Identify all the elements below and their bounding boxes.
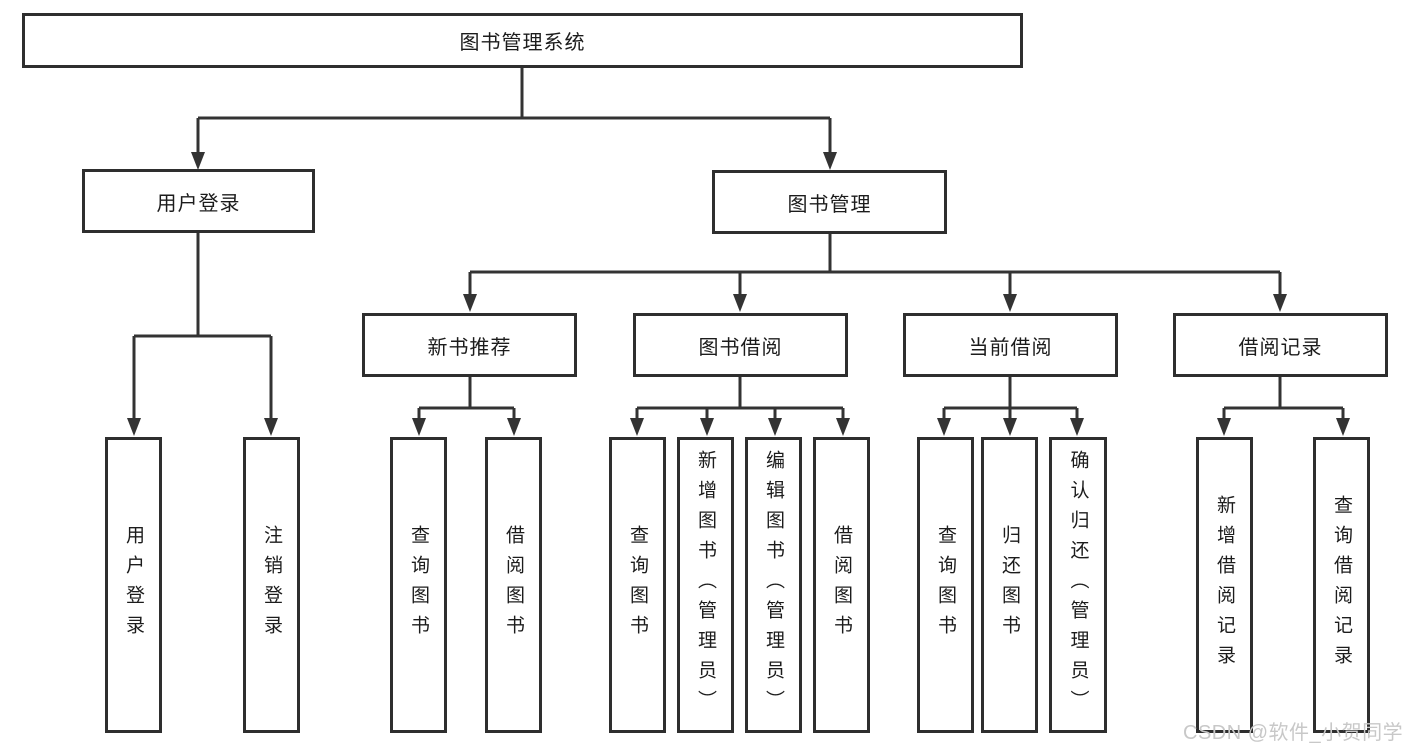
leaf-label: 借阅图书 xyxy=(831,525,852,645)
arrow-down-icon xyxy=(937,418,951,436)
leaf-label: 用户登录 xyxy=(123,525,144,645)
leaf-query-books-recommend: 查询图书 xyxy=(390,437,447,733)
leaf-label: 新增图书（管理员） xyxy=(695,450,716,720)
leaf-label: 查询借阅记录 xyxy=(1331,495,1352,675)
node-book-management: 图书管理 xyxy=(712,170,947,234)
leaf-query-books-current: 查询图书 xyxy=(917,437,974,733)
arrow-down-icon xyxy=(630,418,644,436)
leaf-label: 确认归还（管理员） xyxy=(1067,450,1089,720)
arrow-down-icon xyxy=(1003,418,1017,436)
leaf-edit-book-admin: 编辑图书（管理员） xyxy=(745,437,802,733)
arrow-down-icon xyxy=(127,418,141,436)
leaf-user-login: 用户登录 xyxy=(105,437,162,733)
leaf-query-borrow-record: 查询借阅记录 xyxy=(1313,437,1370,733)
arrow-down-icon xyxy=(700,418,714,436)
arrow-down-icon xyxy=(836,418,850,436)
arrow-down-icon xyxy=(733,294,747,312)
leaf-confirm-return-admin: 确认归还（管理员） xyxy=(1049,437,1107,733)
node-new-book-recommend: 新书推荐 xyxy=(362,313,577,377)
leaf-label: 注销登录 xyxy=(261,525,282,645)
arrow-down-icon xyxy=(1273,294,1287,312)
leaf-label: 查询图书 xyxy=(935,525,956,645)
leaf-label: 查询图书 xyxy=(627,525,648,645)
leaf-label: 查询图书 xyxy=(408,525,429,645)
node-user-login: 用户登录 xyxy=(82,169,315,233)
arrow-down-icon xyxy=(264,418,278,436)
arrow-down-icon xyxy=(191,152,205,170)
leaf-logout: 注销登录 xyxy=(243,437,300,733)
csdn-watermark: CSDN @软件_小贺同学 xyxy=(1183,722,1404,744)
arrow-down-icon xyxy=(1336,418,1350,436)
arrow-down-icon xyxy=(823,152,837,170)
leaf-borrow-books-borrow: 借阅图书 xyxy=(813,437,870,733)
arrow-down-icon xyxy=(463,294,477,312)
leaf-query-books-borrow: 查询图书 xyxy=(609,437,666,733)
leaf-label: 借阅图书 xyxy=(503,525,524,645)
arrow-down-icon xyxy=(1217,418,1231,436)
arrow-down-icon xyxy=(1070,418,1084,436)
arrow-down-icon xyxy=(507,418,521,436)
leaf-return-book: 归还图书 xyxy=(981,437,1038,733)
node-book-borrow: 图书借阅 xyxy=(633,313,848,377)
node-borrow-records: 借阅记录 xyxy=(1173,313,1388,377)
leaf-label: 编辑图书（管理员） xyxy=(763,450,784,720)
leaf-add-book-admin: 新增图书（管理员） xyxy=(677,437,734,733)
arrowheads xyxy=(127,152,1350,436)
leaf-label: 归还图书 xyxy=(999,525,1020,645)
node-current-borrow: 当前借阅 xyxy=(903,313,1118,377)
leaf-label: 新增借阅记录 xyxy=(1214,495,1235,675)
node-library-system: 图书管理系统 xyxy=(22,13,1023,68)
leaf-add-borrow-record: 新增借阅记录 xyxy=(1196,437,1253,733)
arrow-down-icon xyxy=(1003,294,1017,312)
arrow-down-icon xyxy=(768,418,782,436)
arrow-down-icon xyxy=(412,418,426,436)
connector-segments xyxy=(132,68,1345,420)
leaf-borrow-books-recommend: 借阅图书 xyxy=(485,437,542,733)
